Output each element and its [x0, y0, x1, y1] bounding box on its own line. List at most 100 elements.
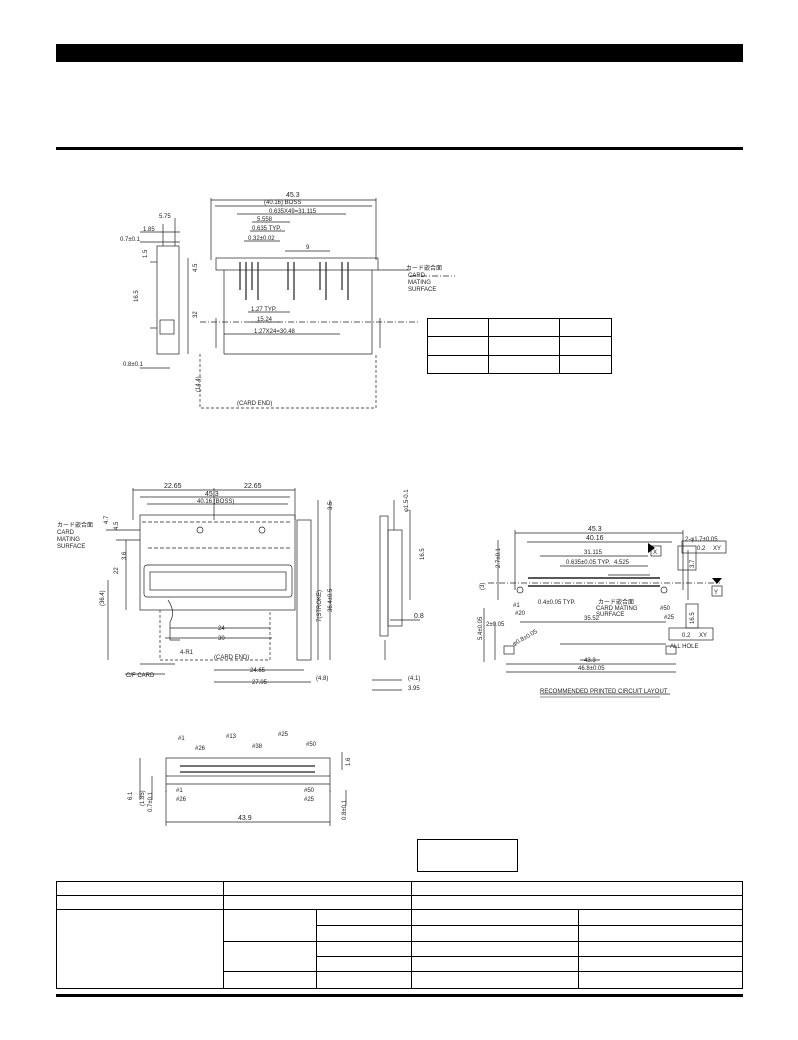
dim-185: 1.85: [143, 227, 155, 233]
header-bar: [56, 44, 743, 62]
dim-165: 16.5: [134, 290, 140, 302]
bottom-view: [139, 752, 347, 826]
dim-48: (4.8): [316, 676, 328, 682]
pcb-08: φ0.8±0.05: [512, 629, 539, 648]
dim-364: (36.4): [100, 590, 106, 606]
pcb-0635: 0.635±0.05 TYP.: [566, 560, 610, 566]
bv-1: (1.85): [140, 790, 146, 806]
dim-stroke: 7(STROKE): [317, 590, 323, 622]
dim-r1: 4-R1: [180, 650, 194, 656]
bv-p25b: #25: [304, 797, 315, 803]
dim-127: 1.27 TYP.: [251, 307, 277, 313]
dim-08: 0.8±0.1: [123, 362, 144, 368]
dim-2465: 24.65: [250, 668, 266, 674]
dim-24: 24: [218, 626, 225, 632]
top-view: [140, 198, 455, 409]
pcb-453: 45.3: [588, 526, 602, 533]
dim-032: 0.32±0.02: [248, 236, 275, 242]
pcb-tol-2: 0.2: [682, 633, 691, 639]
pcb-54: 5.4±0.05: [478, 616, 484, 640]
pcb-37: 3.7: [690, 559, 696, 568]
spec-table: [56, 881, 743, 989]
dim-side-165: 16.5: [420, 548, 426, 560]
dim-9: 9: [306, 245, 310, 251]
pcb-2hole: 2-φ1.7±0.05: [685, 537, 718, 543]
bv-07: 0.7±0.1: [148, 791, 154, 812]
card-mating-top-2: CARD: [408, 273, 426, 279]
pcb-h25: #25: [664, 615, 675, 621]
bv-p1b: #1: [176, 788, 183, 794]
pcb-xy-2: XY: [699, 633, 707, 639]
pcb-h20: #20: [515, 611, 526, 617]
pcb-165: 16.5: [690, 612, 696, 624]
mini-table: [427, 317, 612, 375]
bv-p13: #13: [226, 734, 237, 740]
dim-2265a: 22.65: [164, 483, 182, 490]
footer-rule: [56, 994, 743, 997]
dim-575: 5.75: [159, 214, 171, 220]
card-mating-mid-3: MATING: [57, 537, 80, 543]
dim-35: 3.5: [328, 501, 334, 510]
pcb-4016: 40.16: [586, 535, 604, 542]
card-mating-mid-2: CARD: [57, 530, 75, 536]
dim-side-395: 3.95: [408, 686, 420, 692]
dim-07: 0.7±0.1: [120, 237, 141, 243]
dim-15: 1.5: [143, 249, 149, 258]
pcb-all-hole: ALL HOLE: [670, 644, 698, 650]
header-rule: [56, 147, 743, 150]
dim-4016-mid: 40.16 (BOSS): [197, 499, 234, 505]
card-mating-mid-1: カード嵌合面: [57, 521, 93, 529]
bv-p26: #26: [195, 746, 206, 752]
dim-30: 30: [218, 636, 225, 642]
side-view: [372, 500, 420, 691]
pcb-27: 2.7±0.1: [496, 547, 502, 568]
pcb-04: 0.4±0.05 TYP.: [538, 600, 576, 606]
pcb-datum-x: X: [653, 550, 657, 556]
pcb-3552: 35.52: [584, 616, 600, 622]
pcb-433: 43.3: [584, 658, 596, 664]
pcb-3: (3): [480, 583, 486, 590]
bv-439: 43.9: [238, 815, 252, 822]
dim-1524: 15.24: [257, 317, 273, 323]
bv-p1: #1: [178, 736, 185, 742]
card-end-mid: (CARD END): [214, 655, 249, 661]
bv-p38: #38: [252, 744, 263, 750]
pcb-31115: 31.115: [584, 550, 603, 556]
dim-5558: 5.558: [257, 217, 273, 223]
card-mating-top-4: SURFACE: [408, 287, 436, 293]
dim-47: 4.7: [104, 515, 110, 524]
dim-0635: 0.635 TYP.: [252, 226, 281, 232]
dim-overall: 45.3: [286, 192, 300, 199]
dim-pitch-formula: 0.635X49=31.115: [269, 209, 317, 215]
pcb-caption: RECOMMENDED PRINTED CIRCUIT LAYOUT: [540, 689, 668, 695]
card-mating-mid-4: SURFACE: [57, 544, 85, 550]
pcb-h1: #1: [513, 603, 520, 609]
dim-144: (14.4): [196, 376, 202, 392]
dim-side-15: φ1.5-0.1: [404, 489, 410, 512]
bv-p25: #25: [278, 732, 289, 738]
dim-side-08: 0.8: [414, 613, 424, 620]
bv-08: 0.8±0.1: [342, 799, 348, 820]
bv-p50: #50: [306, 742, 317, 748]
middle-view: [106, 488, 331, 683]
pcb-layout: [483, 530, 727, 695]
card-mating-top-3: MATING: [408, 280, 431, 286]
dim-2705: 27.05: [252, 680, 268, 686]
bv-p26b: #26: [176, 797, 187, 803]
dim-45: 4.5: [193, 263, 199, 272]
pcb-4525: 4.525: [614, 560, 630, 566]
bv-16: 1.6: [346, 757, 352, 766]
part-number-box: [417, 839, 518, 872]
dim-32: 32: [193, 311, 199, 318]
pcb-2: 2±0.05: [486, 622, 505, 628]
pcb-h50: #50: [660, 606, 671, 612]
cf-card: C/F CARD: [126, 673, 155, 679]
pcb-468: 46.8±0.05: [578, 666, 605, 672]
bv-p50b: #50: [304, 788, 315, 794]
dim-453-mid: 45.3: [205, 491, 219, 498]
dim-pitch-span: (40.16) BOSS: [264, 200, 301, 206]
card-mating-pcb-2: CARD MATING: [596, 606, 638, 612]
dim-22: 22: [114, 567, 120, 574]
pcb-tol-1: 0.2: [697, 546, 706, 552]
